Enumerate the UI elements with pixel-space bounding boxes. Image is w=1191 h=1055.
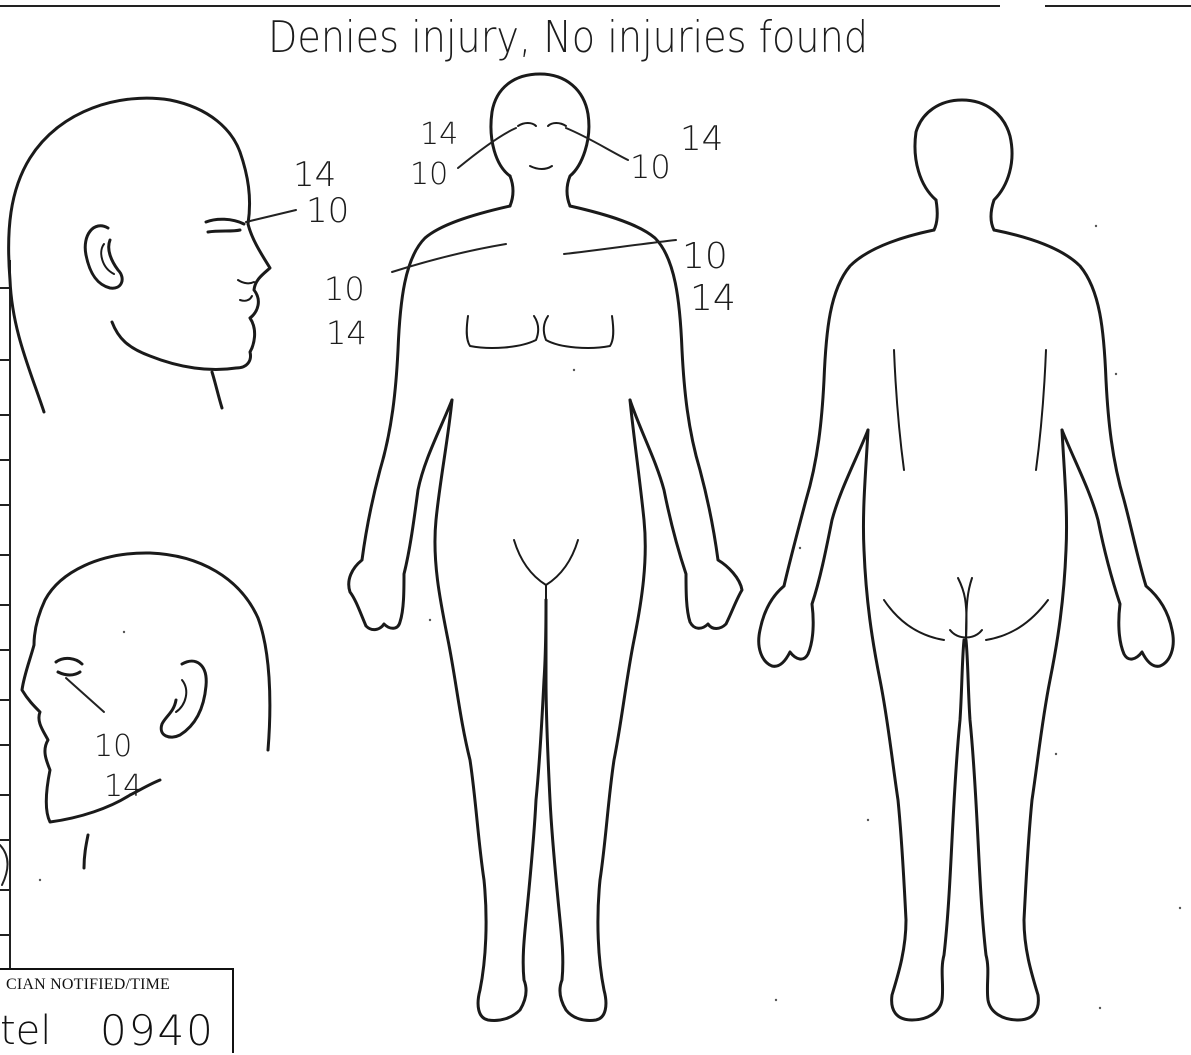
chest-right-top-number: 10 bbox=[682, 236, 728, 277]
physician-notified-name: tel bbox=[0, 1008, 51, 1054]
lower-head-bottom-number: 14 bbox=[104, 769, 142, 804]
back-body-outline bbox=[759, 100, 1174, 1020]
header-note: Denies injury, No injuries found bbox=[268, 12, 868, 63]
chest-left-pointer bbox=[392, 244, 506, 272]
side-head-pointer bbox=[246, 210, 296, 222]
form-edge-table bbox=[0, 260, 10, 968]
side-head-top-number: 14 bbox=[293, 155, 336, 195]
chest-right-pointer bbox=[564, 240, 676, 254]
face-left-pointer bbox=[458, 128, 516, 168]
chest-right-bottom-number: 14 bbox=[690, 278, 736, 319]
front-body-outline bbox=[349, 74, 742, 1021]
scan-specks bbox=[39, 225, 1181, 1009]
chest-left-top-number: 10 bbox=[324, 270, 365, 308]
lower-head-profile bbox=[22, 553, 270, 868]
face-left-top-number: 14 bbox=[420, 117, 458, 152]
lower-head-pointer bbox=[66, 678, 104, 712]
side-head-profile bbox=[9, 98, 270, 412]
physician-notified-box: CIAN NOTIFIED/TIME tel 0940 bbox=[0, 968, 234, 1053]
physician-notified-time: 0940 bbox=[100, 1006, 215, 1055]
face-right-number-10: 10 bbox=[630, 148, 671, 186]
face-right-number-14: 14 bbox=[680, 119, 723, 159]
face-right-pointer bbox=[566, 128, 628, 160]
lower-head-top-number: 10 bbox=[94, 729, 132, 764]
physician-notified-label: CIAN NOTIFIED/TIME bbox=[6, 976, 170, 994]
chest-left-bottom-number: 14 bbox=[326, 314, 367, 352]
face-left-bottom-number: 10 bbox=[410, 157, 448, 192]
side-head-bottom-number: 10 bbox=[306, 191, 349, 231]
